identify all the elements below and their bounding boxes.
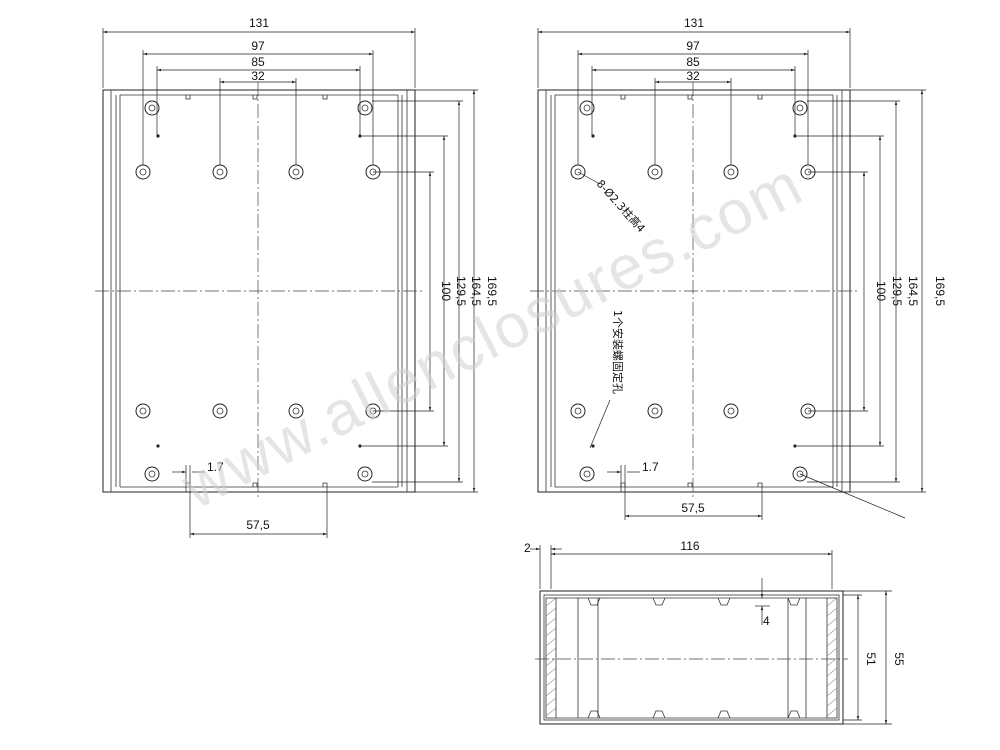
right-dim-32: 32 (686, 69, 700, 83)
right-dim-85: 85 (686, 55, 700, 69)
holes-leader (577, 171, 601, 185)
left-dim-85: 85 (251, 55, 265, 69)
right-dim-164-5: 164,5 (906, 276, 920, 306)
section-outline (539, 590, 844, 725)
left-dim-131: 131 (249, 16, 269, 30)
right-dim-169-5: 169,5 (933, 276, 947, 306)
left-right-dimensions (362, 89, 478, 493)
corner-leader (799, 473, 906, 519)
left-dim-100: 100 (439, 281, 453, 301)
right-top-dimensions (537, 28, 851, 165)
section-dim-51: 51 (864, 652, 878, 666)
right-dim-131: 131 (684, 16, 704, 30)
fix-leader (589, 399, 611, 449)
section-dim-116: 116 (680, 539, 699, 553)
left-dim-57-5: 57,5 (246, 518, 270, 532)
left-dim-97: 97 (251, 39, 265, 53)
fix-note: 1个安装螺固定孔 (611, 310, 625, 394)
left-dim-169-5: 169,5 (485, 276, 499, 306)
left-top-dimensions (102, 28, 416, 165)
right-dim-1-7: 1.7 (642, 460, 659, 474)
left-dim-164-5: 164,5 (469, 276, 483, 306)
right-dim-97: 97 (686, 39, 700, 53)
right-right-dimensions (797, 89, 926, 493)
left-dim-32: 32 (251, 69, 265, 83)
right-dim-100: 100 (874, 281, 888, 301)
section-dim-2: 2 (524, 541, 531, 555)
right-dim-129-5: 129,5 (890, 276, 904, 306)
left-dim-129-5: 129,5 (454, 276, 468, 306)
left-dim-1-7: 1.7 (207, 460, 224, 474)
right-dim-57-5: 57,5 (681, 501, 705, 515)
section-dim-55: 55 (892, 652, 906, 666)
left-plan-view: 131 97 85 32 169,5 164,5 129,5 100 1.7 (95, 16, 499, 538)
section-dim-4: 4 (763, 614, 770, 628)
section-view: 116 2 4 51 55 (524, 539, 906, 725)
left-holes (135, 100, 381, 482)
watermark-text: www.allenclosures.com (170, 149, 814, 523)
right-plan-view: 131 97 85 32 169,5 164,5 129,5 100 1.7 (530, 16, 947, 520)
